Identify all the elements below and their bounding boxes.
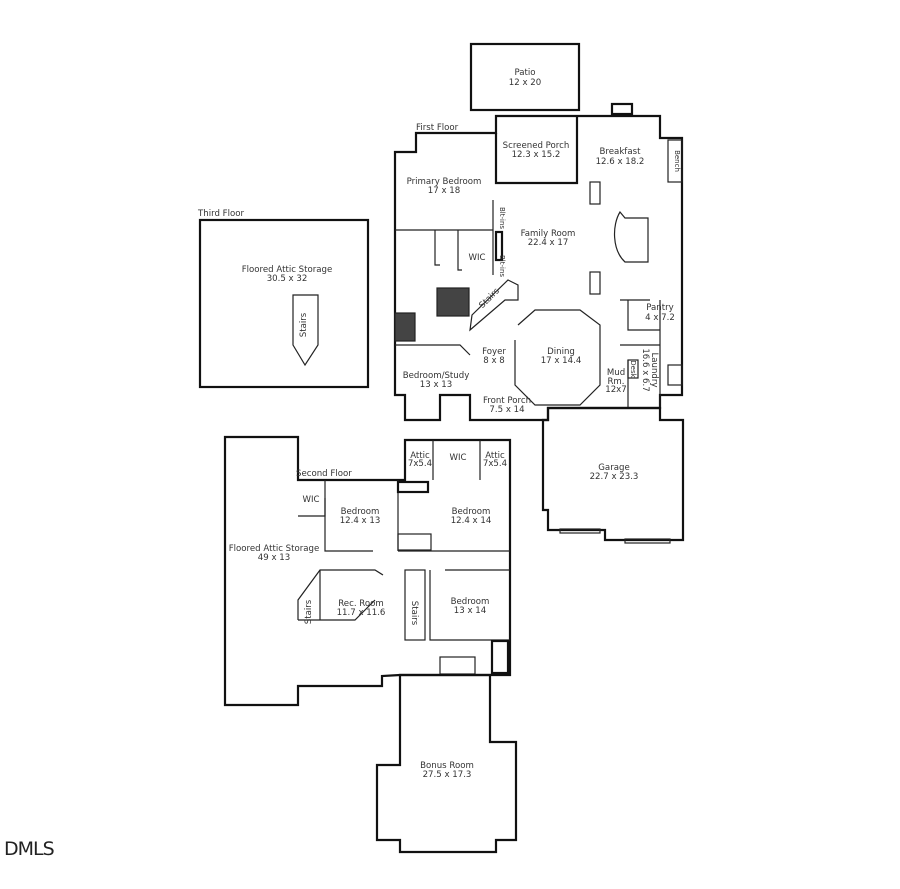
svg-text:Bedroom: Bedroom [452,507,491,517]
room-attic-left: Attic 7x5.4 [408,451,432,469]
bonus-room-outline [375,673,518,854]
bench-outline [667,139,683,183]
svg-text:22.4 x 17: 22.4 x 17 [528,238,569,248]
svg-text:Laundry: Laundry [649,352,659,387]
third-floor-label: Third Floor [197,209,244,219]
svg-text:16.6 x 6.7: 16.6 x 6.7 [640,348,650,391]
room-wic-second-top: WIC [449,453,466,463]
svg-text:Floored Attic Storage: Floored Attic Storage [242,265,333,275]
room-bedroom-2a: Bedroom 12.4 x 13 [340,507,381,526]
svg-text:4 x 7.2: 4 x 7.2 [645,313,675,323]
svg-text:Family Room: Family Room [521,229,576,239]
svg-text:7.5 x 14: 7.5 x 14 [489,405,524,415]
builtins-top: Blt-ins [498,207,506,229]
svg-text:Breakfast: Breakfast [600,147,642,157]
room-third-floor-attic: Floored Attic Storage 30.5 x 32 [242,265,333,284]
svg-text:49 x 13: 49 x 13 [258,553,290,563]
svg-text:Pantry: Pantry [646,303,674,313]
third-floor-outline [198,218,370,389]
room-rec-room: Rec. Room 11.7 x 11.6 [337,599,386,618]
room-pantry: Pantry 4 x 7.2 [645,303,675,323]
room-front-porch: Front Porch 7.5 x 14 [483,396,531,415]
svg-text:Attic: Attic [485,451,505,461]
svg-text:Rec. Room: Rec. Room [338,599,384,609]
svg-text:12x7: 12x7 [605,385,627,395]
svg-text:12.3 x 15.2: 12.3 x 15.2 [512,150,561,160]
svg-text:Bonus Room: Bonus Room [420,761,474,771]
room-wic-second-left: WIC [302,495,319,505]
third-floor-stairs [292,294,319,367]
svg-text:Primary Bedroom: Primary Bedroom [407,177,482,187]
dmls-logo: DMLS [4,838,55,860]
stairs-third-floor: Stairs [299,312,309,337]
second-floor-label: Second Floor [296,469,352,479]
room-screened-porch: Screened Porch 12.3 x 15.2 [503,141,570,160]
garage-outline [541,406,685,542]
stairs-rec-room: Stairs [304,599,314,624]
second-floor-plan [223,435,512,707]
svg-text:8 x 8: 8 x 8 [483,356,504,366]
svg-text:27.5 x 17.3: 27.5 x 17.3 [423,770,472,780]
svg-text:12.4 x 13: 12.4 x 13 [340,516,381,526]
room-wic-first: WIC [468,253,485,263]
svg-text:17 x 18: 17 x 18 [428,186,460,196]
room-garage: Garage 22.7 x 23.3 [590,463,639,482]
room-bedroom-2c: Bedroom 13 x 14 [451,597,490,616]
svg-text:Dining: Dining [547,347,575,357]
svg-text:11.7 x 11.6: 11.7 x 11.6 [337,608,386,618]
svg-text:22.7 x 23.3: 22.7 x 23.3 [590,472,639,482]
room-mud-room: Mud Rm. 12x7 [605,368,627,395]
svg-text:Rm.: Rm. [607,377,624,387]
svg-text:Screened Porch: Screened Porch [503,141,570,151]
svg-text:Front Porch: Front Porch [483,396,531,406]
room-attic-right: Attic 7x5.4 [483,451,507,469]
svg-text:Foyer: Foyer [482,347,506,357]
room-bonus-room: Bonus Room 27.5 x 17.3 [420,761,474,780]
room-second-floor-attic: Floored Attic Storage 49 x 13 [229,544,320,563]
svg-text:30.5 x 32: 30.5 x 32 [267,274,308,284]
first-floor-plan [393,114,684,422]
svg-text:12 x 20: 12 x 20 [509,78,541,88]
svg-text:12.6 x 18.2: 12.6 x 18.2 [596,157,645,167]
room-bench: Bench [673,150,681,172]
stairs-second-floor: Stairs [409,601,419,626]
svg-text:Mud: Mud [607,368,625,378]
builtins-bottom: Blt-ins [498,255,506,277]
first-floor-label: First Floor [416,123,459,133]
desk-label: Desk [629,360,637,378]
svg-text:13 x 14: 13 x 14 [454,606,486,616]
room-bedroom-study: Bedroom/Study 13 x 13 [403,371,470,390]
svg-text:Patio: Patio [514,68,535,78]
svg-text:Bedroom: Bedroom [341,507,380,517]
patio-outline [469,42,581,112]
room-bedroom-2b: Bedroom 12.4 x 14 [451,507,492,526]
room-family-room: Family Room 22.4 x 17 [521,229,576,248]
svg-text:Floored Attic Storage: Floored Attic Storage [229,544,320,554]
svg-text:Bedroom/Study: Bedroom/Study [403,371,470,381]
room-laundry: Laundry 16.6 x 6.7 [640,348,659,391]
room-primary-bedroom: Primary Bedroom 17 x 18 [407,177,482,196]
room-breakfast: Breakfast 12.6 x 18.2 [596,147,645,167]
svg-text:13 x 13: 13 x 13 [420,380,452,390]
svg-text:Bedroom: Bedroom [451,597,490,607]
room-foyer: Foyer 8 x 8 [482,347,506,366]
room-patio: Patio 12 x 20 [509,68,541,88]
svg-text:17 x 14.4: 17 x 14.4 [541,356,582,366]
room-dining: Dining 17 x 14.4 [541,347,582,366]
svg-text:Garage: Garage [598,463,629,473]
grill-fixture [610,102,634,116]
svg-text:Attic: Attic [410,451,430,461]
svg-text:7x5.4: 7x5.4 [483,459,507,469]
svg-text:12.4 x 14: 12.4 x 14 [451,516,492,526]
svg-text:7x5.4: 7x5.4 [408,459,432,469]
